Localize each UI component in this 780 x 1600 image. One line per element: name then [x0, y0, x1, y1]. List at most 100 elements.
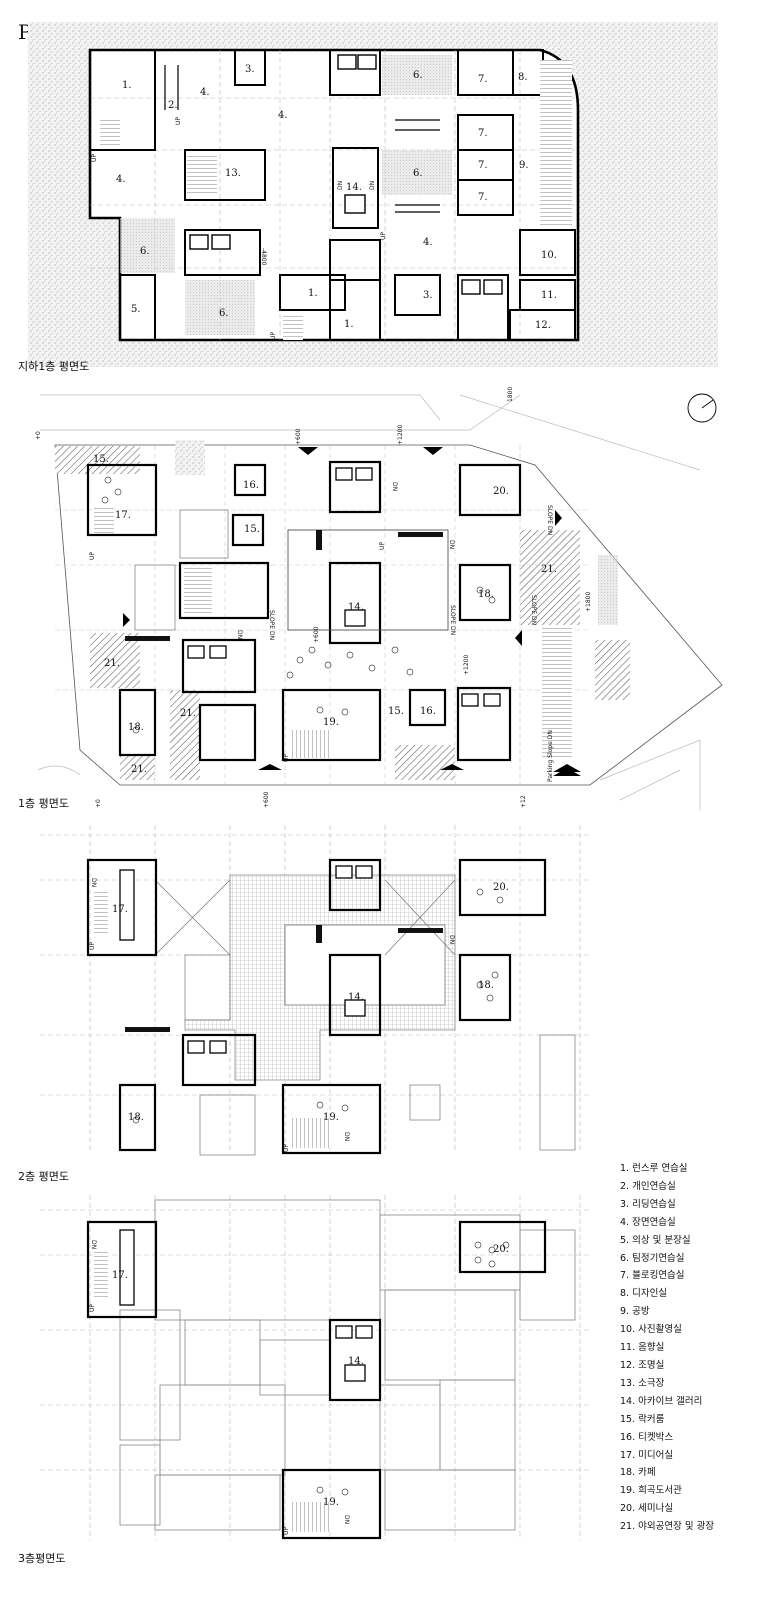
b1-label-6b: 6.	[413, 168, 423, 179]
f3-up-1: UP	[89, 1304, 96, 1312]
f1-level-600a: +600	[295, 428, 302, 445]
b1-floor-plan: 1. 2. 3. 4. 4. 4. 4. 5. 6. 6. 6. 6. 7. 7…	[28, 22, 718, 367]
b1-label-4a: 4.	[200, 87, 210, 98]
f1-level-0b: +0	[95, 799, 102, 808]
f1-level-0a: +0	[35, 431, 42, 440]
f1-level-1800a: 1800	[507, 387, 514, 402]
f2-label-20: 20.	[493, 882, 509, 893]
f1-slope-4: SLOPE DN	[530, 595, 537, 625]
f1-dn-3: DN	[448, 540, 455, 549]
b1-label-7c: 7.	[478, 160, 488, 171]
f1-slope-3: SLOPE DN	[546, 505, 553, 535]
f3-floor-plan: 17. 14. 19. 20. DN DN UP UP	[40, 1195, 590, 1540]
legend-item: 3. 리딩연습실	[620, 1198, 676, 1210]
f2-label-14: 14.	[348, 992, 364, 1003]
legend-item: 12. 조명실	[620, 1359, 665, 1371]
b1-label-1c: 1.	[344, 319, 354, 330]
b1-up-3: UP	[380, 232, 387, 240]
b1-label-13: 13.	[225, 168, 241, 179]
b1-label-14: 14.	[346, 182, 362, 193]
b1-label-4d: 4.	[423, 237, 433, 248]
f1-annotations: +0 +0 +600 +600 +600 +1200 +1200 1800 +1…	[35, 387, 592, 808]
legend-item: 10. 사진촬영실	[620, 1324, 682, 1336]
b1-label-7d: 7.	[478, 192, 488, 203]
f1-room-labels: 15. 15. 15. 16. 16. 17. 18. 18. 19. 20. …	[93, 454, 557, 775]
f1-slope-2: SLOPE DN	[449, 605, 456, 635]
f1-level-1200a: +1200	[397, 425, 404, 445]
b1-label-6a: 6.	[413, 70, 423, 81]
f3-dn-2: DN	[343, 1515, 350, 1524]
b1-caption: 지하1층 평면도	[18, 360, 90, 373]
f1-level-600b: +600	[313, 626, 320, 643]
legend-item: 15. 락커룸	[620, 1413, 665, 1425]
b1-dn-2: DN	[369, 181, 376, 190]
f2-dn-3: DN	[343, 1132, 350, 1141]
f1-up-1: UP	[89, 552, 96, 560]
b1-annotations: UP UP UP UP DN DN -4800	[91, 117, 387, 340]
f3-caption: 3층평면도	[18, 1552, 66, 1565]
f1-level-1200b: +1200	[463, 655, 470, 675]
f2-annotations: DN DN DN UP UP	[89, 878, 455, 1152]
f2-caption: 2층 평면도	[18, 1170, 69, 1183]
b1-label-12: 12.	[535, 320, 551, 331]
f1-label-17: 17.	[115, 510, 131, 521]
b1-label-6c: 6.	[140, 246, 150, 257]
b1-label-5: 5.	[131, 304, 141, 315]
f1-label-16a: 16.	[243, 480, 259, 491]
f1-label-14: 14.	[348, 602, 364, 613]
legend-item: 1. 런스루 연습실	[620, 1163, 688, 1174]
b1-label-11: 11.	[541, 290, 557, 301]
f2-up-2: UP	[283, 1144, 290, 1152]
b1-label-7b: 7.	[478, 128, 488, 139]
legend-item: 2. 개인연습실	[620, 1180, 676, 1192]
b1-label-4c: 4.	[116, 174, 126, 185]
b1-up-4: UP	[270, 332, 277, 340]
f1-label-15c: 15.	[388, 706, 404, 717]
f3-annotations: DN DN UP UP	[89, 1240, 350, 1535]
b1-label-8: 8.	[518, 72, 528, 83]
f3-label-20: 20.	[493, 1244, 509, 1255]
b1-label-3b: 3.	[423, 290, 433, 301]
b1-label-2: 2.	[168, 100, 178, 111]
legend-item: 16. 티켓박스	[620, 1431, 674, 1443]
b1-up-1: UP	[91, 154, 98, 162]
b1-level: -4800	[260, 248, 267, 266]
f3-label-14: 14.	[348, 1356, 364, 1367]
f1-label-18b: 18.	[128, 722, 144, 733]
f1-label-21c: 21.	[131, 764, 147, 775]
f1-caption: 1층 평면도	[18, 797, 69, 810]
f1-dn-2: DN	[236, 630, 243, 639]
legend-item: 11. 음향실	[620, 1342, 665, 1354]
b1-label-7a: 7.	[478, 74, 488, 85]
b1-label-1: 1.	[122, 80, 132, 91]
f2-label-18a: 18.	[478, 980, 494, 991]
b1-room-labels: 1. 2. 3. 4. 4. 4. 4. 5. 6. 6. 6. 6. 7. 7…	[116, 64, 557, 331]
legend-item: 20. 세미나실	[620, 1503, 674, 1515]
f2-floor-plan: 17. 14. 18. 18. 19. 20. DN DN DN UP UP	[40, 825, 590, 1156]
legend-item: 7. 블로킹연습실	[620, 1270, 685, 1282]
b1-label-6d: 6.	[219, 308, 229, 319]
f2-dn-2: DN	[448, 935, 455, 944]
f3-dn-1: DN	[90, 1240, 97, 1249]
legend-item: 19. 희곡도서관	[620, 1485, 682, 1497]
f1-level-600c: +600	[263, 791, 270, 808]
f1-label-15b: 15.	[244, 524, 260, 535]
legend-item: 14. 아카이브 갤러리	[620, 1395, 703, 1407]
f3-room-labels: 17. 14. 19. 20.	[112, 1244, 509, 1508]
f1-level-12: +12	[520, 795, 527, 808]
f2-label-18b: 18.	[128, 1112, 144, 1123]
b1-label-9: 9.	[519, 160, 529, 171]
legend-item: 5. 의상 및 분장실	[620, 1234, 691, 1246]
f1-label-18a: 18.	[478, 589, 494, 600]
f1-parking-slope: Parking Slope DN	[547, 730, 554, 782]
b1-label-3: 3.	[245, 64, 255, 75]
f1-floor-plan: 15. 15. 15. 16. 16. 17. 18. 18. 19. 20. …	[35, 387, 723, 810]
f2-dn-1: DN	[90, 878, 97, 887]
f2-up-1: UP	[89, 942, 96, 950]
legend-item: 8. 디자인실	[620, 1288, 668, 1300]
legend-item: 18. 카페	[620, 1467, 656, 1479]
legend-item: 13. 소극장	[620, 1377, 665, 1389]
f1-up-3: UP	[379, 542, 386, 550]
north-arrow	[687, 393, 717, 423]
